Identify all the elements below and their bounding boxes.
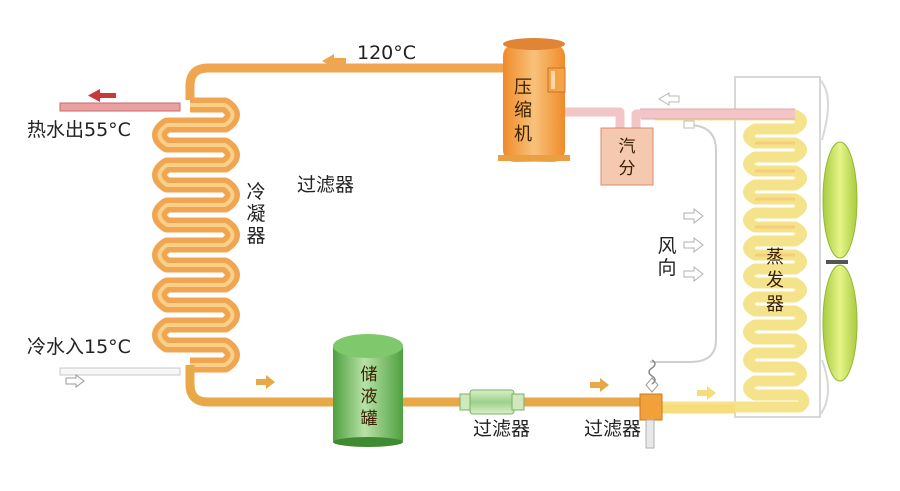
hot-water-out-label: 热水出55°C bbox=[27, 119, 131, 141]
liquid-pipe bbox=[185, 365, 655, 407]
flow-arrow-evaporator-inlet bbox=[697, 386, 716, 400]
flow-arrow-suction bbox=[658, 92, 680, 106]
wind-arrows bbox=[683, 207, 704, 283]
filter-upper-label: 过滤器 bbox=[297, 174, 355, 196]
flow-arrow-top bbox=[322, 54, 346, 68]
cold-water-pipe bbox=[59, 367, 181, 376]
discharge-temperature-label: 120°C bbox=[357, 42, 417, 64]
flow-arrow-liquid-2 bbox=[590, 378, 609, 392]
hot-water-pipe bbox=[59, 102, 181, 112]
fan bbox=[822, 141, 858, 382]
filter-drier bbox=[459, 389, 525, 415]
capillary-sensor bbox=[683, 120, 695, 129]
suction-pipe-outline bbox=[640, 108, 795, 120]
wind-direction-label: 风向 bbox=[657, 235, 677, 279]
hot-water-arrow bbox=[88, 89, 116, 102]
discharge-pipe bbox=[185, 63, 515, 100]
receiver-tank bbox=[333, 334, 403, 447]
evaporator-coil-shade bbox=[755, 141, 795, 257]
receiver-label: 储液罐 bbox=[360, 365, 378, 430]
separator bbox=[600, 127, 654, 186]
filter-right-label: 过滤器 bbox=[584, 418, 642, 440]
condenser-label: 冷凝器 bbox=[246, 181, 266, 247]
cold-water-in-label: 冷水入15°C bbox=[27, 336, 131, 358]
evaporator-label: 蒸发器 bbox=[766, 247, 784, 315]
filter-middle-label: 过滤器 bbox=[473, 418, 531, 440]
evaporator-frame bbox=[734, 76, 830, 418]
cold-water-arrow bbox=[65, 374, 85, 388]
capillary-line bbox=[650, 124, 717, 363]
compressor bbox=[498, 38, 570, 162]
evaporator-coil bbox=[655, 109, 810, 413]
compressor-label: 压缩机 bbox=[514, 77, 532, 145]
suction-pipe bbox=[565, 107, 795, 130]
flow-arrow-liquid-1 bbox=[256, 375, 275, 389]
condenser-inner-coil bbox=[157, 103, 235, 367]
expansion-valve bbox=[639, 359, 663, 449]
separator-label: 汽分 bbox=[618, 137, 636, 180]
